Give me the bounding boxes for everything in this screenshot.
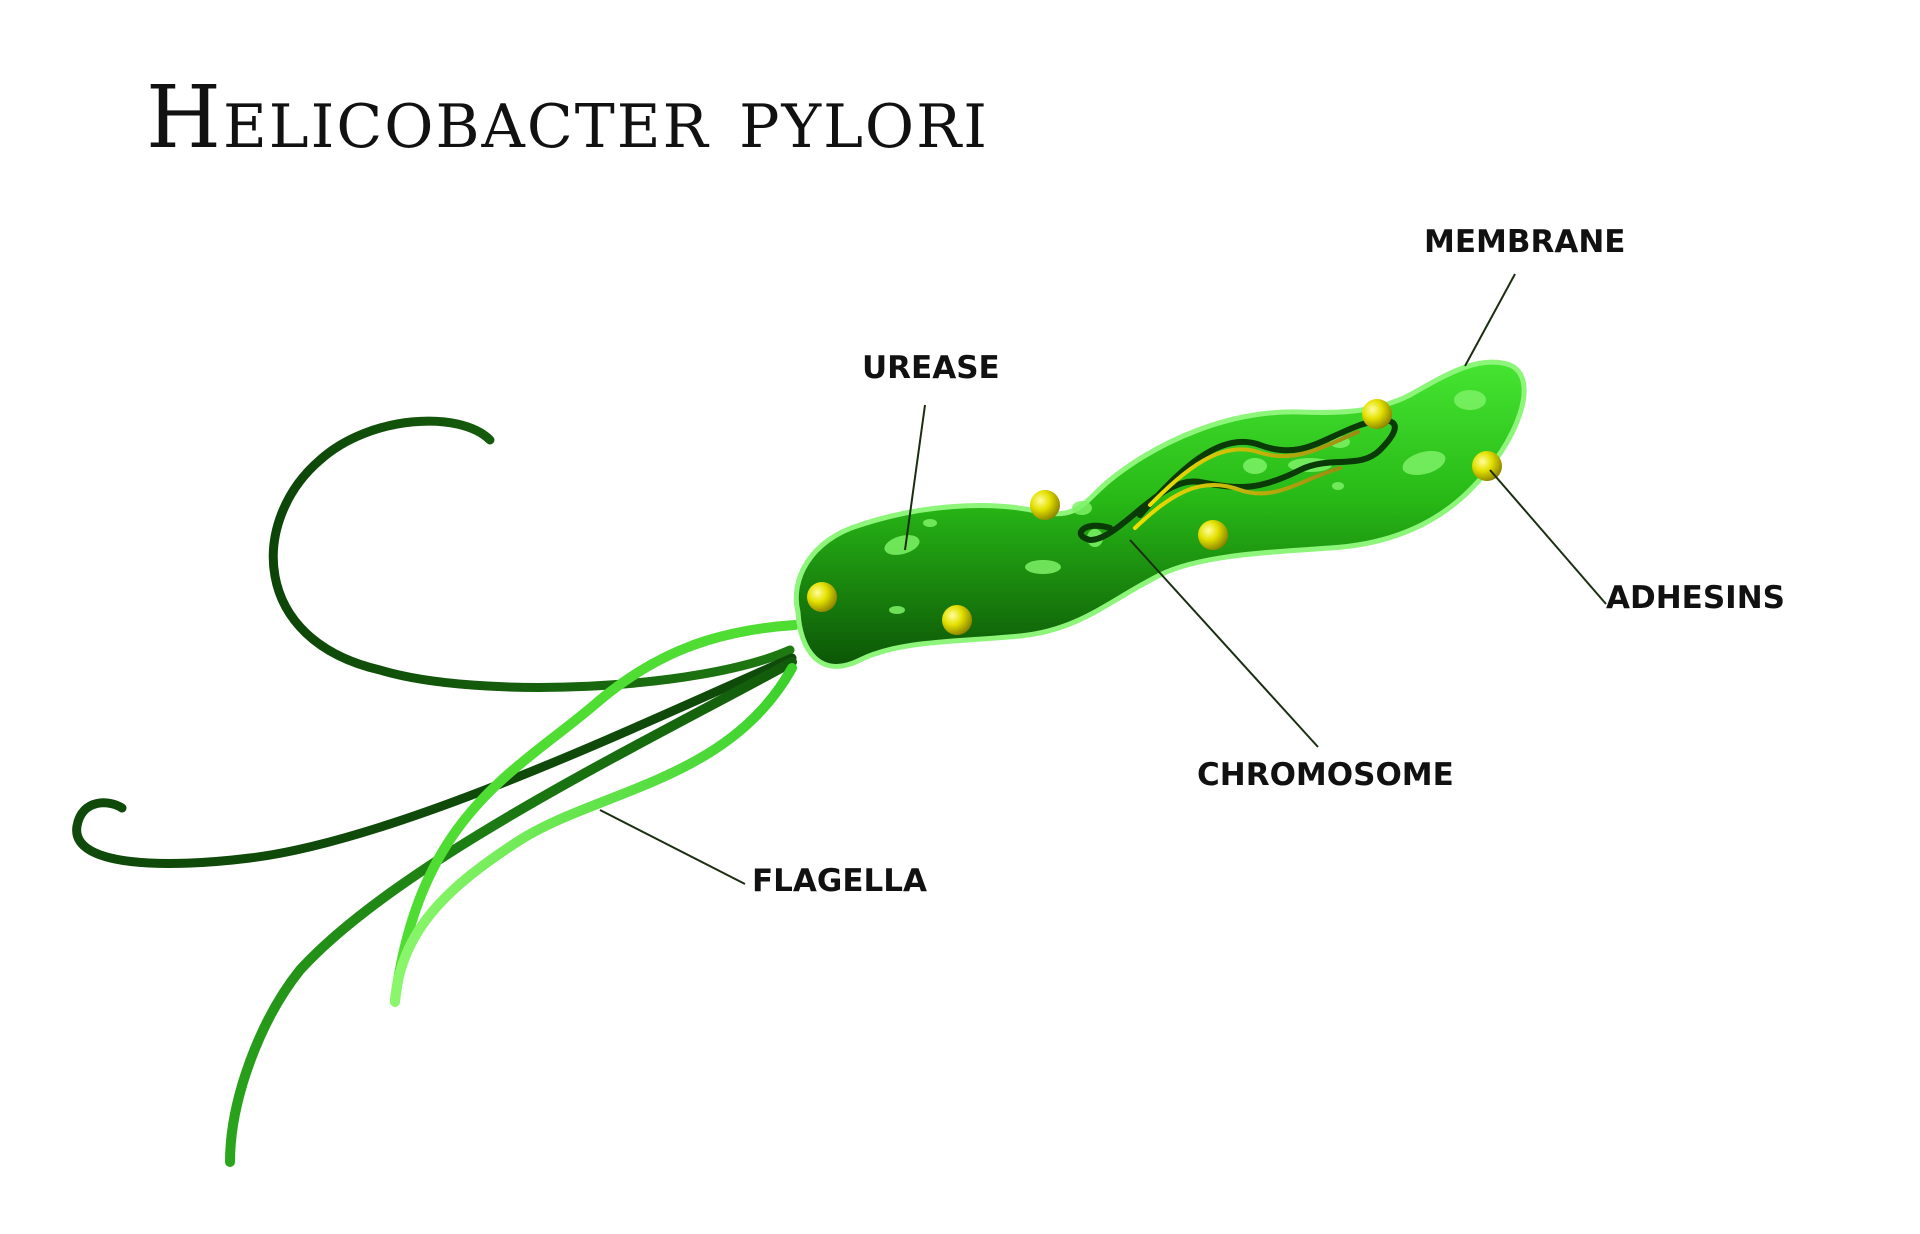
leader-chromosome <box>1129 539 1319 748</box>
adhesin-5 <box>1362 399 1392 429</box>
flagellum-2 <box>72 653 797 868</box>
leader-flagella <box>599 809 746 885</box>
cell-body <box>793 359 1527 669</box>
adhesin-1 <box>807 582 837 612</box>
leader-lines <box>599 273 1607 885</box>
diagram-title: Helicobacter pylori <box>146 68 989 168</box>
flagellum-3 <box>225 657 797 1167</box>
label-chromosome: CHROMOSOME <box>1197 757 1454 793</box>
label-adhesins: ADHESINS <box>1606 580 1785 616</box>
flagella <box>72 416 800 1167</box>
flagellum-1 <box>268 416 795 692</box>
flagellum-5 <box>390 663 797 1007</box>
adhesin-4 <box>1198 520 1228 550</box>
leader-urease <box>904 404 926 551</box>
label-flagella: FLAGELLA <box>752 863 928 899</box>
leader-membrane <box>1464 273 1516 367</box>
chromosome-strand <box>1077 417 1398 544</box>
flagellum-4 <box>390 620 800 1005</box>
adhesins <box>807 399 1502 635</box>
adhesin-6 <box>1472 451 1502 481</box>
label-urease: UREASE <box>862 350 1000 386</box>
adhesin-3 <box>1030 490 1060 520</box>
membrane-outline <box>793 359 1527 669</box>
adhesin-2 <box>942 605 972 635</box>
leader-adhesins <box>1489 469 1607 605</box>
label-membrane: MEMBRANE <box>1424 224 1626 260</box>
